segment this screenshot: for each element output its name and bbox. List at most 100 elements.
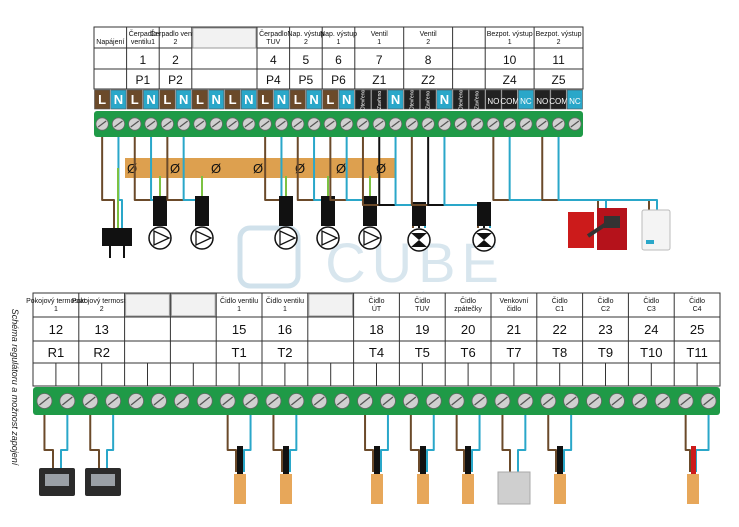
bottom-header-label: 1 <box>237 306 241 313</box>
wire-blue <box>106 415 115 468</box>
terminal-screw-slot <box>359 396 371 406</box>
terminal-screw-slot <box>97 120 107 128</box>
terminal-label-text: NO <box>536 97 548 106</box>
terminal-screw-slot <box>474 396 485 406</box>
wire-blue <box>380 415 389 472</box>
bottom-terminal-number: 25 <box>690 322 704 337</box>
room-thermostat-display <box>45 474 69 486</box>
terminal-label-cell <box>159 89 176 110</box>
top-terminal-number: 1 <box>140 53 147 67</box>
top-header-label: 2 <box>426 39 430 46</box>
terminal-screw-slot <box>195 120 205 128</box>
bottom-terminal-code: T10 <box>640 345 662 360</box>
sensor-cable <box>420 446 426 474</box>
top-terminal-code: Z4 <box>503 73 517 87</box>
wire-brown <box>501 415 511 472</box>
top-header-label: Nap. výstup <box>320 31 357 38</box>
earth-bridge-symbol: Ø <box>253 161 263 176</box>
wire-brown <box>684 415 691 472</box>
pump-arrow <box>363 229 381 247</box>
terminal-screw-slot <box>228 120 237 128</box>
bottom-empty-cell <box>170 293 216 317</box>
bottom-terminal-code: R1 <box>48 345 65 360</box>
bottom-header-label: Čidlo <box>552 296 568 305</box>
earth-bridge-symbol: Ø <box>376 161 386 176</box>
terminal-label-cell <box>240 89 257 110</box>
sensor-probe-icon <box>687 474 699 504</box>
terminal-screw-slot <box>260 120 270 128</box>
wire-brown <box>89 415 100 468</box>
top-header-label: 1 <box>337 39 341 46</box>
terminal-label-cell <box>550 89 567 110</box>
bottom-terminal-number: 15 <box>232 322 246 337</box>
earth-bridge-symbol: Ø <box>170 161 180 176</box>
wire-brown <box>272 415 283 472</box>
wire-blue <box>426 415 435 472</box>
terminal-screw-slot <box>290 396 302 406</box>
terminal-screw-slot <box>505 120 515 128</box>
wire-black <box>427 137 485 228</box>
wire-brown <box>364 415 374 472</box>
boiler-feeder <box>586 222 608 238</box>
earth-bridge-symbol: Ø <box>211 161 221 176</box>
bottom-header-label: zpátečky <box>454 306 482 313</box>
terminal-label-text: N <box>342 92 351 107</box>
bottom-header-label: čidlo <box>507 306 522 313</box>
terminal-screw-slot <box>245 396 256 406</box>
terminal-screw-slot <box>703 396 714 406</box>
terminal-screw-slot <box>680 396 692 406</box>
terminal-label-cell <box>257 89 274 110</box>
top-terminal-code: P4 <box>266 73 281 87</box>
watermark-logo-square <box>237 225 301 289</box>
terminal-screw-slot <box>374 120 384 128</box>
top-header-label: 1 <box>508 39 512 46</box>
terminal-label-cell <box>452 89 469 110</box>
terminal-label-text: N <box>114 92 123 107</box>
bottom-header-label: Pokojový termostat <box>72 298 132 305</box>
wire-blue <box>243 415 252 472</box>
terminal-screw-slot <box>342 120 352 128</box>
earth-bridge-symbol: Ø <box>127 161 137 176</box>
terminal-label-text: L <box>98 92 106 107</box>
terminal-screw-slot <box>179 120 189 128</box>
terminal-label-cell <box>143 89 159 110</box>
terminal-screw-slot <box>519 396 531 406</box>
terminal-screw-slot <box>162 120 172 128</box>
bottom-header-label: Čidlo <box>598 296 614 305</box>
terminal-label-text: NC <box>520 97 532 106</box>
top-terminal-code: P6 <box>331 73 346 87</box>
wire-brown <box>547 415 557 472</box>
terminal-screw-slot <box>39 396 50 406</box>
terminal-label-cell <box>403 89 420 110</box>
bottom-terminal-number: 22 <box>552 322 566 337</box>
earth-bridge <box>125 158 395 178</box>
wire-brown <box>166 137 198 224</box>
terminal-label-cell <box>436 89 453 110</box>
wire-blue <box>60 415 69 468</box>
terminal-label-text: Otevřeno <box>458 90 464 111</box>
terminal-label-cell <box>224 89 241 110</box>
top-terminal-code: P5 <box>299 73 314 87</box>
bottom-terminal-number: 19 <box>415 322 429 337</box>
terminal-screw-slot <box>472 120 482 128</box>
sensor-probe-icon <box>280 474 292 504</box>
sensor-cable-red <box>691 446 696 474</box>
terminal-screw-slot <box>325 120 335 128</box>
sensor-cable <box>237 446 243 474</box>
terminal-label-cell <box>534 89 551 110</box>
pump-cable <box>321 196 335 226</box>
terminal-label-text: NO <box>487 97 499 106</box>
wire-blue <box>557 137 658 212</box>
terminal-screw-slot <box>565 396 577 406</box>
terminal-label-text: L <box>229 92 237 107</box>
terminal-label-text: L <box>163 92 171 107</box>
room-thermostat-display <box>91 474 115 486</box>
wire-brown <box>264 137 282 224</box>
top-header-label: ventilu1 <box>131 39 155 46</box>
terminal-screw-slot <box>570 120 580 128</box>
pump-cable <box>363 196 377 226</box>
valve-symbol <box>411 233 427 247</box>
wall-boiler-display <box>646 240 654 244</box>
bottom-header-label: Čidlo <box>414 296 430 305</box>
